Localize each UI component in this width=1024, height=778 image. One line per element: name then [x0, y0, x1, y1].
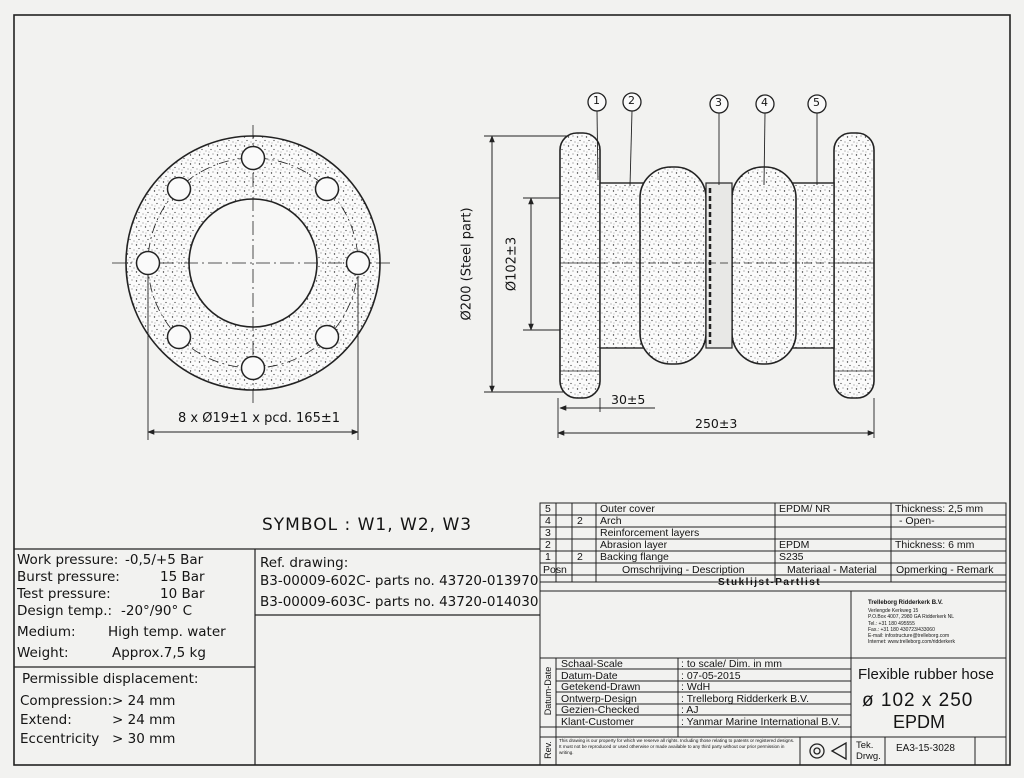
balloon-5: 5 [813, 96, 820, 109]
flange-front-view [112, 125, 394, 440]
spec-value: Approx.7,5 kg [112, 645, 206, 661]
titleblock-label: Gezien-Checked [561, 704, 640, 716]
dim-length-250: 250±3 [695, 416, 738, 431]
part-desc: Outer cover [600, 503, 655, 515]
displacement-value: > 24 mm [112, 712, 176, 728]
company-email: E-mail: infostructure@trelleborg.com [868, 633, 950, 639]
titleblock-label: Datum-Date [561, 670, 618, 682]
spec-value: High temp. water [108, 624, 226, 640]
part-rem: Thickness: 6 mm [895, 539, 975, 551]
parts-header-pos: Pos [543, 564, 562, 576]
company-address: P.O.Box 4007, 2980 GA Ridderkerk NL [868, 614, 955, 620]
displacement-label: Extend: [20, 712, 72, 728]
part-mat: EPDM [779, 539, 810, 551]
titleblock-value: : Yanmar Marine International B.V. [681, 716, 841, 728]
spec-boxes [14, 548, 540, 765]
drawing-border [13, 14, 1011, 766]
company-name: Trelleborg Ridderkerk B.V. [868, 600, 943, 606]
part-n: 2 [577, 551, 583, 563]
company-website: Internet: www.trelleborg.com/ridderkerk [868, 639, 955, 645]
displacement-title: Permissible displacement: [22, 671, 199, 687]
rev-vertical: Rev. [543, 741, 553, 759]
partlist-title: Stuklijst-Partlist [718, 577, 822, 588]
parts-header-mat: Materiaal - Material [787, 564, 877, 576]
spec-label: Design temp.: [17, 603, 113, 619]
balloon-2: 2 [628, 94, 635, 107]
spec-value: 15 Bar [160, 569, 205, 585]
spec-value: 10 Bar [160, 586, 205, 602]
parts-header-desc: Omschrijving - Description [622, 564, 745, 576]
spec-value: -0,5/+5 Bar [125, 552, 204, 568]
company-address: Verlengde Kerkweg 15 [868, 608, 919, 614]
balloon-3: 3 [715, 96, 722, 109]
part-rem: - Open- [899, 515, 935, 527]
projection-symbol-icon [809, 741, 847, 761]
dim-flange-30: 30±5 [611, 392, 646, 407]
titleblock-value: : AJ [681, 704, 699, 716]
spec-label: Burst pressure: [17, 569, 120, 585]
part-desc: Reinforcement layers [600, 527, 700, 539]
part-pos: 5 [545, 503, 551, 515]
parts-header-rem: Opmerking - Remark [896, 564, 994, 576]
spec-label: Weight: [17, 645, 69, 661]
spec-label: Work pressure: [17, 552, 119, 568]
company-tel: Tel.: +31 180 495555 [868, 621, 915, 627]
dim-diameter-102: Ø102±3 [504, 236, 520, 292]
product-size: ø 102 x 250 [862, 690, 974, 711]
product-title: Flexible rubber hose [858, 666, 994, 683]
titleblock-label: Ontwerp-Design [561, 693, 637, 705]
drawing-label-tek: Tek. [856, 740, 874, 751]
titleblock-value: : to scale/ Dim. in mm [681, 658, 782, 670]
bolt-circle-label: 8 x Ø19±1 x pcd. 165±1 [178, 411, 341, 426]
ref-drawing-line: B3-00009-603C- parts no. 43720-014030 [260, 594, 539, 610]
product-material: EPDM [893, 712, 946, 732]
displacement-value: > 30 mm [112, 731, 176, 747]
part-desc: Backing flange [600, 551, 669, 563]
part-pos: 3 [545, 527, 551, 539]
part-mat: EPDM/ NR [779, 503, 831, 515]
titleblock-label: Getekend-Drawn [561, 681, 641, 693]
symbol-label: SYMBOL : W1, W2, W3 [262, 515, 473, 535]
datum-date-vertical: Datum-Date [543, 666, 553, 716]
titleblock-label: Klant-Customer [561, 716, 634, 728]
part-desc: Abrasion layer [600, 539, 668, 551]
displacement-label: Eccentricity [20, 731, 100, 747]
dim-diameter-200: Ø200 (Steel part) [459, 207, 475, 321]
hose-side-view [484, 92, 875, 438]
part-pos: 4 [545, 515, 551, 527]
spec-label: Medium: [17, 624, 76, 640]
part-n: 2 [577, 515, 583, 527]
displacement-value: > 24 mm [112, 693, 176, 709]
ref-drawing-title: Ref. drawing: [260, 555, 349, 571]
titleblock-label: Schaal-Scale [561, 658, 623, 670]
part-desc: Arch [600, 515, 622, 527]
displacement-label: Compression: [20, 693, 113, 709]
ref-drawing-line: B3-00009-602C- parts no. 43720-013970 [260, 573, 539, 589]
part-mat: S235 [779, 551, 804, 563]
titleblock-value: : Trelleborg Ridderkerk B.V. [681, 693, 810, 705]
drawing-label-drwg: Drwg. [856, 751, 881, 762]
drawing-number: EA3-15-3028 [896, 743, 955, 754]
titleblock-value: : WdH [681, 681, 711, 693]
company-fax: Fax.: +31 180 430723/433060 [868, 627, 935, 633]
spec-label: Test pressure: [17, 586, 111, 602]
part-pos: 1 [545, 551, 551, 563]
parts-header-n: n [561, 564, 567, 576]
bolt-holes [135, 145, 371, 381]
spec-value: -20°/90° C [121, 603, 192, 619]
balloon-1: 1 [593, 94, 600, 107]
parts-grid [539, 502, 1007, 766]
part-rem: Thickness: 2,5 mm [895, 503, 984, 515]
ownership-disclaimer: This drawing is our property for which w… [559, 738, 795, 755]
balloon-4: 4 [761, 96, 768, 109]
titleblock-value: : 07-05-2015 [681, 670, 741, 682]
part-pos: 2 [545, 539, 551, 551]
